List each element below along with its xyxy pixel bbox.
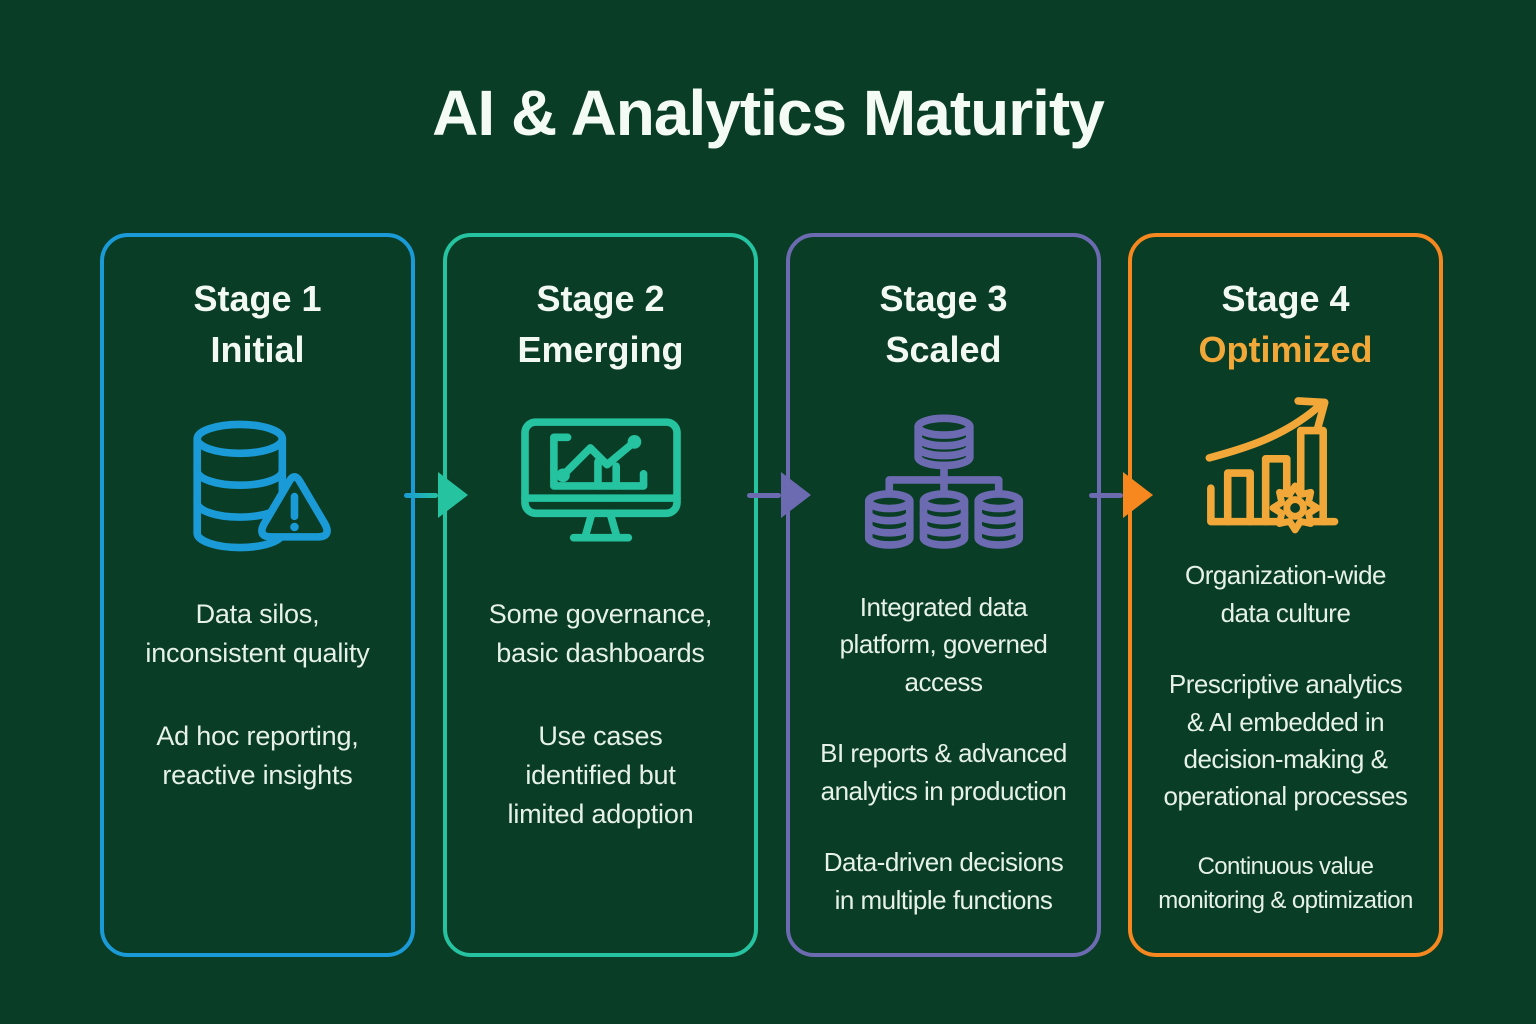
stage-1-card: Stage 1 Initial Data silos, inconsistent… [100,233,415,957]
stage-3-name: Scaled [885,329,1002,371]
stage-4-point: Prescriptive analytics & AI embedded in … [1163,669,1408,812]
dashboard-monitor-icon [512,383,690,595]
stage-4-name: Optimized [1198,329,1373,371]
stage-4-points: Organization-wide data culture Prescript… [1158,557,1413,953]
arrow-line [404,492,438,498]
stage-4-point: Continuous value monitoring & optimizati… [1158,852,1413,915]
arrow-line [747,492,781,498]
arrow-stage3-to-stage4 [1089,472,1153,518]
stage-3-point: Integrated data platform, governed acces… [839,591,1048,697]
database-warning-icon [174,383,342,595]
stage-4-card: Stage 4 Optimized Organization-wide data… [1128,233,1443,957]
stage-3-label: Stage 3 [879,278,1008,319]
stage-1-point: Ad hoc reporting, reactive insights [156,720,359,790]
stage-2-point: Some governance, basic dashboards [488,599,713,669]
stage-2-label: Stage 2 [536,278,665,319]
stage-4-label: Stage 4 [1221,278,1350,319]
data-network-icon [855,383,1033,589]
growth-chart-gear-icon [1201,383,1371,557]
stage-1-label: Stage 1 [193,278,322,319]
arrow-line [1089,492,1123,498]
stage-3-point: Data-driven decisions in multiple functi… [823,847,1064,915]
stage-2-name: Emerging [517,329,684,371]
stage-1-point: Data silos, inconsistent quality [145,599,370,669]
arrow-head-icon [1123,472,1153,518]
arrow-head-icon [438,472,468,518]
stage-2-points: Some governance, basic dashboards Use ca… [488,595,713,877]
stage-2-point: Use cases identified but limited adoptio… [507,720,694,829]
stage-4-point: Organization-wide data culture [1184,560,1387,628]
arrow-stage1-to-stage2 [404,472,468,518]
stage-3-point: BI reports & advanced analytics in produ… [820,738,1067,806]
arrow-stage2-to-stage3 [747,472,811,518]
stage-3-card: Stage 3 Scaled [786,233,1101,957]
stage-1-name: Initial [210,329,305,371]
stage-2-card: Stage 2 Emerging Some governance, bas [443,233,758,957]
arrow-head-icon [781,472,811,518]
stage-1-points: Data silos, inconsistent quality Ad hoc … [145,595,369,839]
stage-3-points: Integrated data platform, governed acces… [820,589,1067,953]
page-title: AI & Analytics Maturity [432,77,1105,149]
